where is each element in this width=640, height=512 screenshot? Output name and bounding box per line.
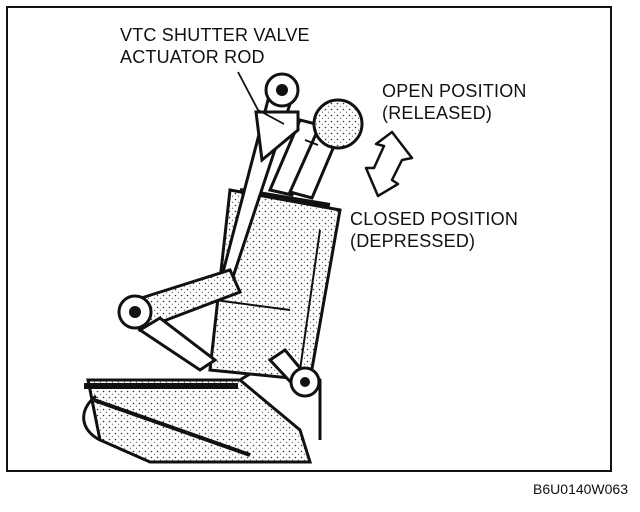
label-open-line2: (RELEASED) bbox=[382, 103, 493, 123]
label-actuator-line1: VTC SHUTTER VALVE bbox=[120, 25, 310, 45]
throttle-body-housing bbox=[82, 363, 322, 464]
pivot-bottom bbox=[289, 366, 321, 398]
label-open-line1: OPEN POSITION bbox=[382, 81, 527, 101]
pivot-left bbox=[117, 294, 153, 330]
valve-knob bbox=[312, 98, 364, 150]
figure-code: B6U0140W063 bbox=[533, 481, 628, 497]
double-arrow-icon bbox=[364, 130, 414, 198]
pivot-top bbox=[264, 72, 300, 108]
label-actuator-line2: ACTUATOR ROD bbox=[120, 47, 265, 67]
leader-line bbox=[237, 71, 285, 125]
label-closed-line1: CLOSED POSITION bbox=[350, 209, 519, 229]
label-closed-line2: (DEPRESSED) bbox=[350, 231, 476, 251]
